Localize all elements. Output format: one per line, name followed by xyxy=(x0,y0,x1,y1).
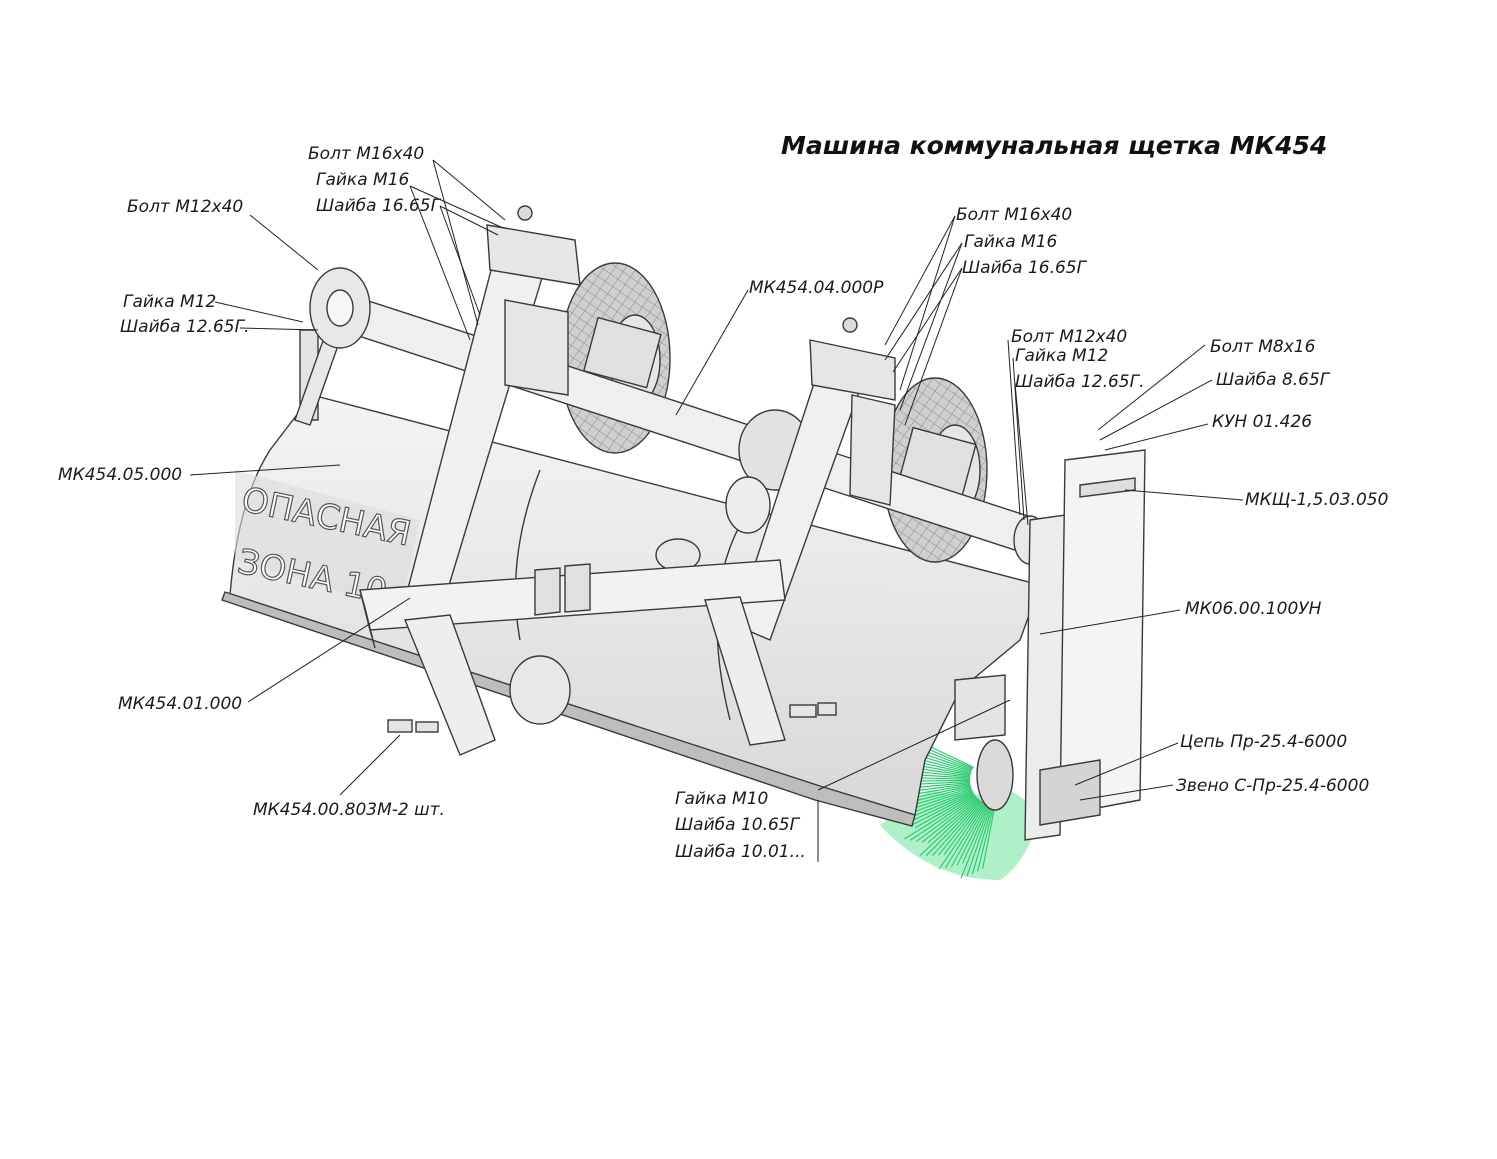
brush-bristle xyxy=(961,804,990,864)
brush-bristle xyxy=(914,793,975,829)
label-nut-m12-right: Гайка М12 xyxy=(1015,346,1108,366)
brush-bristle xyxy=(937,801,983,856)
brush-bristle xyxy=(909,795,977,841)
label-washer-1265-left: Шайба 12.65Г. xyxy=(120,317,250,337)
brush-bristle xyxy=(925,799,981,857)
brush-bristle xyxy=(909,792,975,827)
machine-illustration: ОПАСНАЯ ЗОНА 10 xyxy=(221,205,1146,880)
label-nut-m10: Гайка М10 xyxy=(675,789,768,809)
label-chain: Цепь Пр-25.4-6000 xyxy=(1180,732,1347,752)
label-washer-1665-left: Шайба 16.65Г xyxy=(316,196,442,216)
hitch-frame xyxy=(359,254,866,756)
brush-bristle xyxy=(915,796,978,842)
hitch-pins xyxy=(387,702,837,733)
label-washer-1665-right: Шайба 16.65Г xyxy=(962,258,1088,278)
brush-bristle xyxy=(927,798,979,843)
label-housing: МК454.05.000 xyxy=(58,465,182,485)
label-bolt-m16x40-right: Болт М16х40 xyxy=(956,205,1072,225)
brush-bristle xyxy=(919,799,980,857)
label-nut-m16-right: Гайка М16 xyxy=(964,232,1058,252)
label-nut-m12-left: Гайка М12 xyxy=(123,292,216,312)
label-washer-865: Шайба 8.65Г xyxy=(1216,370,1331,390)
brush-bristle xyxy=(943,802,984,855)
label-bolt-m12x40-left: Болт М12х40 xyxy=(127,197,243,217)
brush-bristle xyxy=(956,804,989,866)
left-bearing-plate xyxy=(486,205,581,396)
brush-bristle xyxy=(960,805,991,879)
label-bolt-m16x40-left: Болт М16х40 xyxy=(308,144,424,164)
right-bearing-plate xyxy=(809,317,896,506)
brush-bristle xyxy=(971,805,993,875)
brush-bristle xyxy=(950,803,987,868)
callout-labels: Болт М12х40 Гайка М12 Шайба 12.65Г. Болт… xyxy=(58,144,1388,862)
label-link: Звено С-Пр-25.4-6000 xyxy=(1176,776,1369,796)
brush-bristle xyxy=(966,805,992,877)
brush-bristle xyxy=(903,794,976,840)
brush-bristle xyxy=(903,791,974,825)
label-side-bracket: МКЩ-1,5.03.050 xyxy=(1245,490,1388,510)
label-side-guard: МК06.00.100УН xyxy=(1185,599,1322,619)
label-pin: МК454.00.803М-2 шт. xyxy=(253,800,445,820)
label-washer-1065: Шайба 10.65Г xyxy=(675,815,801,835)
brush-bristle xyxy=(938,802,985,870)
side-guard-plate xyxy=(954,449,1146,841)
label-washer-1001: Шайба 10.01... xyxy=(675,842,806,862)
label-kun: КУН 01.426 xyxy=(1212,412,1312,432)
brush-bristle xyxy=(944,803,986,869)
brush-bristle xyxy=(977,806,995,872)
leader-lines xyxy=(189,159,1244,862)
brush-bristle xyxy=(931,800,982,857)
brush-bristle xyxy=(982,806,996,869)
label-nut-m16-left: Гайка М16 xyxy=(316,170,410,190)
label-bolt-m12x40-right: Болт М12х40 xyxy=(1011,327,1127,347)
label-frame: МК454.01.000 xyxy=(118,694,242,714)
brush-bristles xyxy=(880,734,1040,880)
label-washer-1265-right: Шайба 12.65Г. xyxy=(1015,372,1145,392)
label-bolt-m8x16: Болт М8х16 xyxy=(1210,337,1316,357)
diagram-title: Машина коммунальная щетка МК454 xyxy=(781,131,1327,160)
gearbox xyxy=(655,409,812,572)
brush-bristle xyxy=(921,797,978,843)
label-shaft-assembly: МК454.04.000Р xyxy=(749,278,884,298)
